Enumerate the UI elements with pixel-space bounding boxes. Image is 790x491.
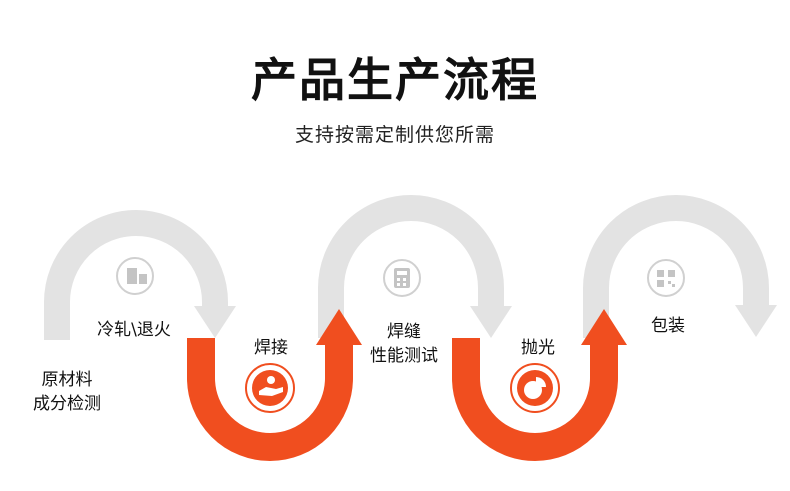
box-icon	[116, 257, 154, 295]
qr-code-icon	[647, 259, 685, 297]
step-label-2: 冷轧\退火	[97, 320, 171, 340]
gray-arrow-2	[318, 195, 512, 338]
step-label-4: 焊缝 性能测试	[370, 322, 438, 366]
step-label-6: 包装	[651, 316, 685, 336]
gray-arrow-1	[44, 210, 236, 340]
pie-chart-icon	[510, 363, 560, 413]
gray-arrow-3	[583, 195, 777, 338]
page-title: 产品生产流程	[251, 53, 539, 107]
step-label-1: 原材料 成分检测	[33, 370, 101, 414]
orange-arrow-1	[187, 309, 362, 461]
hand-coin-icon	[245, 363, 295, 413]
step-label-3: 焊接	[254, 338, 288, 358]
page-subtitle: 支持按需定制供您所需	[294, 124, 495, 146]
step-label-5: 抛光	[521, 338, 555, 358]
orange-arrow-2	[452, 309, 627, 461]
calculator-icon	[383, 259, 421, 297]
